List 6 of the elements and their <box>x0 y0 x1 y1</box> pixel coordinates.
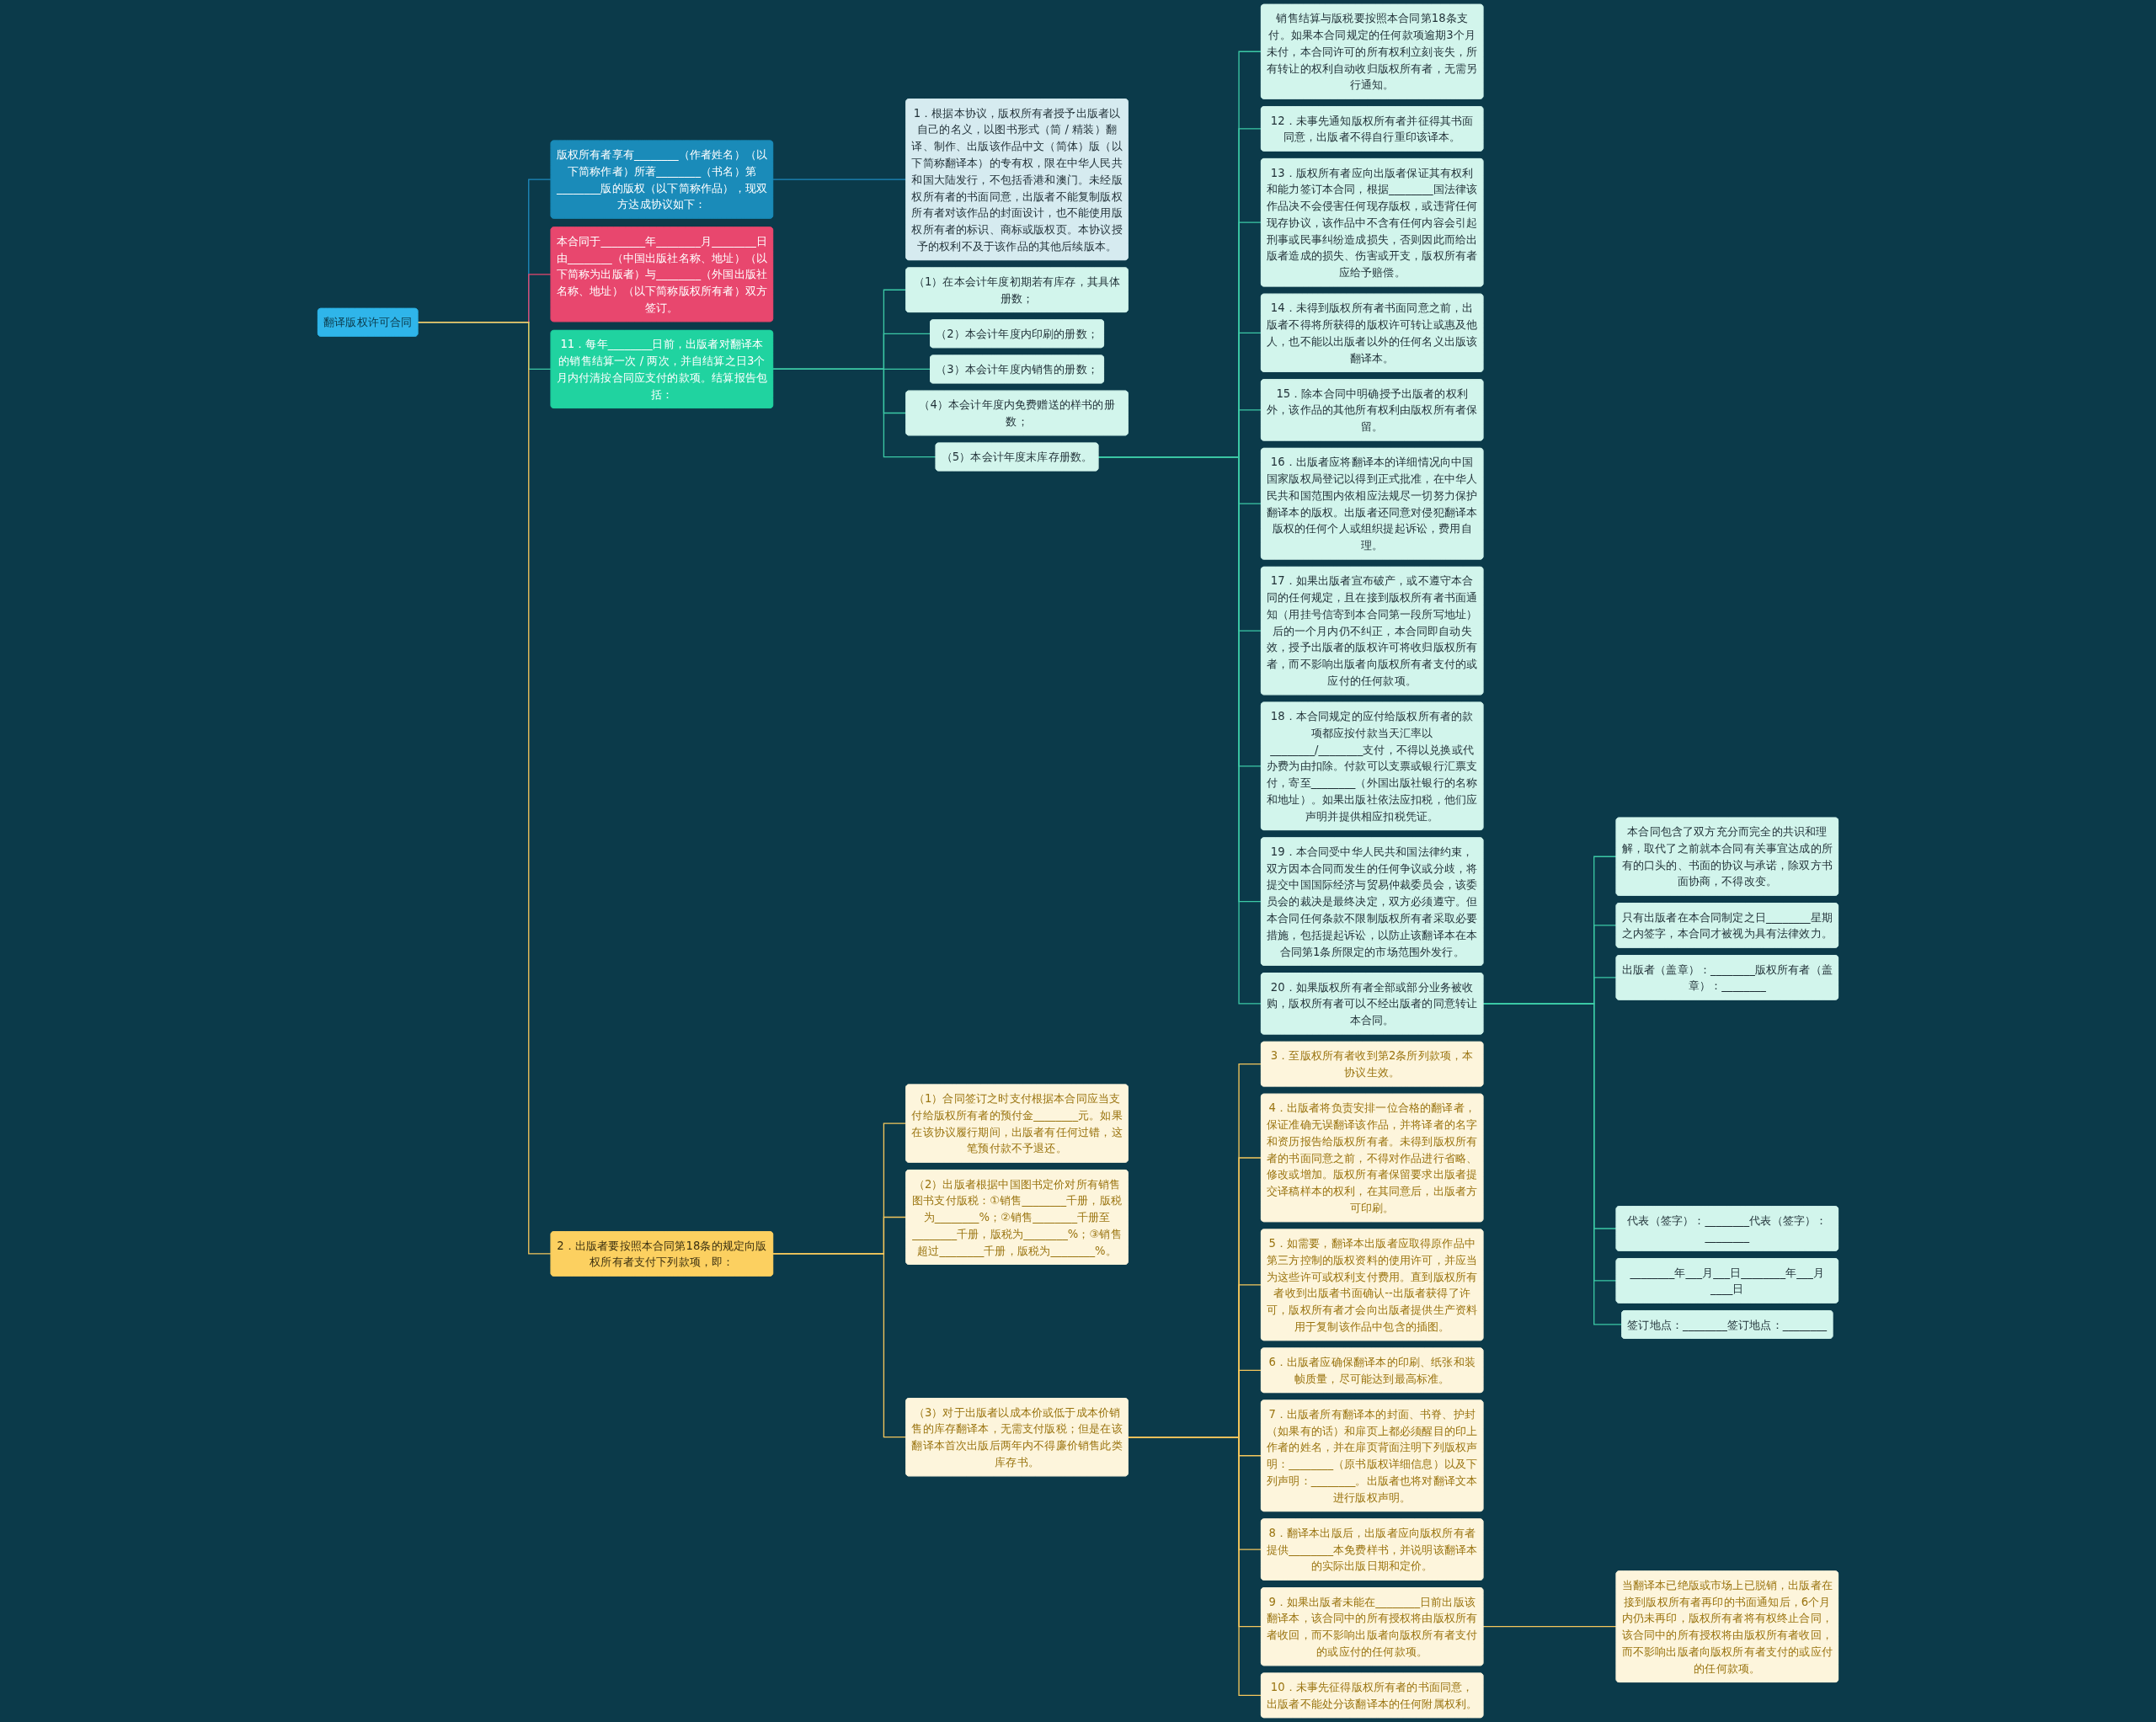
connector <box>1127 1437 1262 1697</box>
connector <box>1097 456 1262 1005</box>
connector <box>772 368 937 458</box>
connector <box>772 179 907 180</box>
connector <box>772 1253 907 1438</box>
connector <box>1482 1626 1617 1628</box>
